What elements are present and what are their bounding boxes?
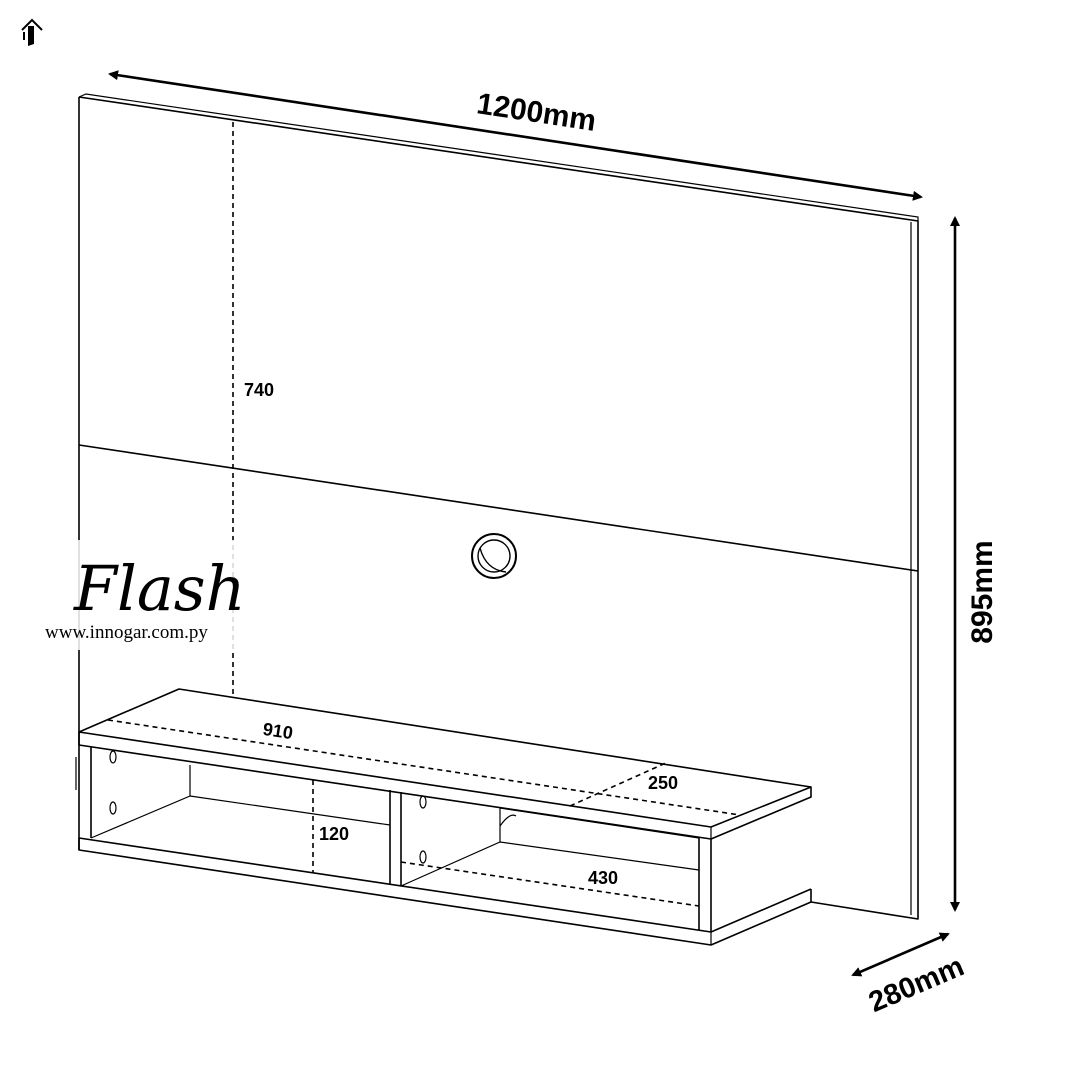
brand-url: www.innogar.com.py: [45, 622, 208, 643]
width-label: 1200mm: [475, 87, 599, 138]
house-logo-icon: [21, 18, 43, 46]
shelf-unit: [75, 688, 812, 946]
shelf-length-label: 910: [262, 719, 295, 743]
depth-arrow: [851, 932, 950, 977]
cable-grommet-icon: [471, 533, 517, 579]
compartment-width-label: 430: [588, 868, 618, 888]
depth-label: 280mm: [864, 950, 969, 1019]
width-arrow: [108, 70, 923, 201]
brand-name: Flash: [73, 552, 246, 625]
panel-inner-height-label: 740: [244, 380, 274, 400]
height-label: 895mm: [966, 540, 999, 643]
shelf-depth-label: 250: [648, 773, 678, 793]
compartment-height-label: 120: [319, 824, 349, 844]
